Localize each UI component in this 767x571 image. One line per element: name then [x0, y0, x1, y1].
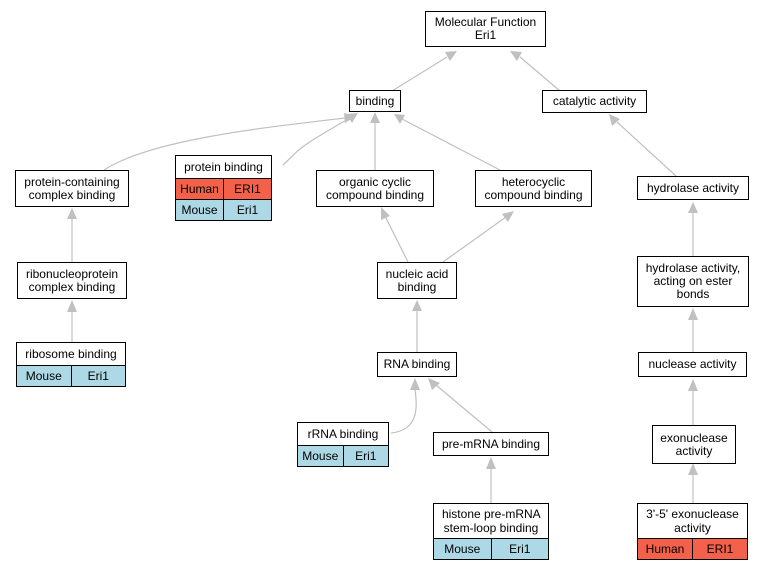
arrowhead: [412, 300, 422, 311]
node-label: catalytic activity: [552, 94, 637, 108]
edge-hydrolase-catalytic: [616, 121, 677, 177]
edge-rrna-rna: [390, 388, 417, 434]
node-label: bonds: [676, 287, 710, 301]
edge-catalytic-root: [519, 56, 561, 92]
gene-cell: Eri1: [342, 446, 389, 466]
arrowhead: [688, 463, 698, 475]
node-title: rRNA binding: [298, 423, 388, 446]
gene-cell: Eri1: [70, 366, 126, 386]
node-title: ribosome binding: [17, 343, 125, 366]
arrowhead: [67, 300, 77, 312]
gene-row-human: Human ERI1: [176, 179, 271, 200]
node-ribosome-binding[interactable]: ribosome binding Mouse Eri1: [16, 342, 126, 387]
node-hydrolase-activity-ester-bonds[interactable]: hydrolase activity, acting on ester bond…: [637, 256, 749, 307]
edge-protein-binding-binding: [282, 117, 351, 166]
node-title: histone pre-mRNA stem-loop binding: [434, 504, 548, 539]
arrowhead: [67, 208, 77, 219]
species-cell: Mouse: [302, 449, 339, 463]
species-cell: Mouse: [25, 369, 62, 383]
node-title: 3'-5' exonuclease activity: [638, 504, 747, 539]
node-title: protein binding: [176, 156, 271, 179]
species-cell: Mouse: [181, 203, 218, 217]
node-label: protein-containing: [24, 174, 120, 189]
gene-row-human: Human ERI1: [638, 539, 747, 559]
node-title-line: stem-loop binding: [443, 521, 539, 535]
gene-cell: ERI1: [692, 539, 747, 559]
arrowhead: [428, 378, 440, 390]
arrowhead: [688, 308, 698, 320]
gene-row-mouse: Mouse Eri1: [17, 366, 125, 386]
gene-cell: ERI1: [223, 179, 271, 199]
node-ribonucleoprotein-complex-binding[interactable]: ribonucleoprotein complex binding: [17, 262, 127, 299]
arrowhead: [609, 114, 620, 126]
node-title-line: histone pre-mRNA: [441, 507, 541, 521]
arrowhead: [346, 113, 358, 123]
arrowhead: [486, 457, 496, 469]
node-3-5-exonuclease-activity[interactable]: 3'-5' exonuclease activity Human ERI1: [637, 503, 748, 560]
node-label: acting on ester: [653, 274, 733, 288]
node-protein-containing-complex-binding[interactable]: protein-containing complex binding: [15, 170, 129, 207]
edge-protein-containing-binding: [103, 117, 346, 171]
node-title-line: activity: [674, 521, 711, 535]
node-protein-binding[interactable]: protein binding Human ERI1 Mouse Eri1: [175, 155, 272, 221]
node-label: activity: [675, 443, 713, 458]
arrowhead: [688, 379, 698, 391]
node-label: organic cyclic: [338, 174, 411, 189]
arrowhead: [688, 202, 698, 213]
node-label: pre-mRNA binding: [441, 436, 541, 451]
edge-nucleic-heterocyclic: [442, 216, 507, 263]
arrowhead: [502, 211, 514, 222]
species-cell: Mouse: [444, 542, 481, 556]
gene-row-mouse: Mouse Eri1: [298, 446, 388, 466]
species-cell: Human: [645, 542, 685, 556]
arrowhead: [510, 51, 522, 61]
node-label: nucleic acid: [385, 266, 449, 281]
arrowhead: [370, 112, 380, 123]
node-label: exonuclease: [660, 430, 728, 445]
node-label: RNA binding: [383, 357, 451, 371]
node-nuclease-activity[interactable]: nuclease activity: [638, 352, 747, 377]
edge-premrna-rna: [435, 384, 493, 433]
node-label: binding: [355, 93, 395, 108]
gene-cell: Eri1: [490, 539, 549, 559]
edge-nucleic-organic: [385, 217, 409, 263]
gene-row-mouse: Mouse Eri1: [176, 200, 271, 220]
edge-heterocyclic-binding: [401, 118, 501, 171]
node-title-line: 3'-5' exonuclease: [646, 507, 739, 521]
node-heterocyclic-compound-binding[interactable]: heterocyclic compound binding: [475, 170, 592, 207]
node-binding[interactable]: binding: [349, 90, 401, 112]
species-cell: Human: [180, 182, 219, 196]
node-hydrolase-activity[interactable]: hydrolase activity: [637, 176, 749, 200]
node-label: heterocyclic: [501, 174, 566, 189]
node-label: complex binding: [28, 279, 116, 294]
node-label: Eri1: [474, 28, 497, 42]
node-label: complex binding: [28, 187, 116, 202]
node-label: hydrolase activity: [646, 180, 740, 195]
node-molecular-function[interactable]: Molecular Function Eri1: [425, 11, 546, 47]
node-organic-cyclic-compound-binding[interactable]: organic cyclic compound binding: [316, 170, 434, 207]
node-histone-pre-mrna-stem-loop-binding[interactable]: histone pre-mRNA stem-loop binding Mouse…: [433, 503, 549, 560]
node-pre-mrna-binding[interactable]: pre-mRNA binding: [433, 432, 549, 456]
arrowhead: [381, 207, 390, 220]
node-label: binding: [397, 279, 437, 294]
node-rrna-binding[interactable]: rRNA binding Mouse Eri1: [297, 422, 389, 467]
node-nucleic-acid-binding[interactable]: nucleic acid binding: [377, 262, 457, 299]
node-rna-binding[interactable]: RNA binding: [377, 352, 457, 377]
node-label: compound binding: [325, 187, 425, 202]
node-label: hydrolase activity,: [645, 261, 741, 275]
node-label: Molecular Function: [434, 15, 537, 29]
arrowhead: [394, 114, 405, 124]
node-label: compound binding: [484, 187, 583, 202]
arrowhead: [410, 378, 420, 390]
gene-cell: Eri1: [223, 200, 271, 220]
node-catalytic-activity[interactable]: catalytic activity: [542, 90, 647, 113]
node-label: ribonucleoprotein: [25, 266, 119, 281]
node-exonuclease-activity[interactable]: exonuclease activity: [652, 425, 736, 464]
node-label: nuclease activity: [648, 357, 737, 371]
edge-binding-root: [391, 56, 448, 92]
gene-row-mouse: Mouse Eri1: [434, 539, 548, 559]
arrowhead: [445, 51, 457, 61]
